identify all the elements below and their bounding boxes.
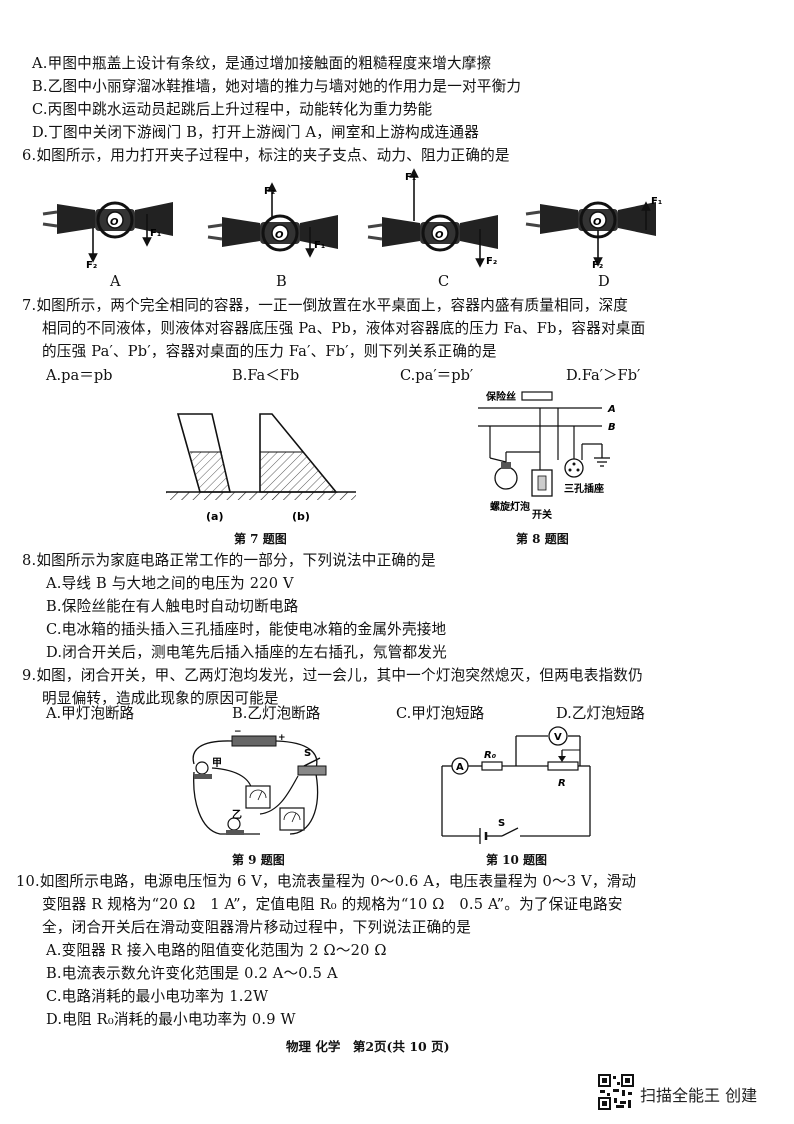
- q9-circuit-figure: − + 甲 S 乙: [192, 730, 327, 835]
- q6-clip-b: [206, 182, 340, 258]
- q6-clip-d: [524, 200, 658, 267]
- q10-voltmeter-label: V: [554, 732, 562, 743]
- q5-option-b: B.乙图中小丽穿溜冰鞋推墙，她对墙的推力与墙对她的作用力是一对平衡力: [32, 78, 522, 95]
- q8-option-b: B.保险丝能在有人触电时自动切断电路: [46, 598, 299, 615]
- q8-line-a-label: A: [607, 404, 616, 415]
- svg-text:+: +: [278, 733, 286, 743]
- q10-stem-line2: 变阻器 R 规格为“20 Ω 1 A”，定值电阻 R₀ 的规格为“10 Ω 0.…: [42, 896, 623, 913]
- q10-circuit-figure: V A R₀ R S: [441, 726, 591, 844]
- q7-fig-label-b: (b): [292, 510, 310, 523]
- q7-caption: 第 7 题图: [234, 532, 287, 546]
- q10-r0-label: R₀: [484, 750, 497, 761]
- q6-d-f1: F₁: [651, 196, 662, 207]
- q8-stem: 8.如图所示为家庭电路正常工作的一部分，下列说法中正确的是: [22, 552, 436, 569]
- q6-b-f1: F₁: [314, 240, 325, 251]
- q10-ammeter-label: A: [456, 762, 464, 773]
- q10-caption: 第 10 题图: [486, 853, 548, 867]
- q5-option-a: A.甲图中瓶盖上设计有条纹，是通过增加接触面的粗糙程度来增大摩擦: [32, 55, 492, 72]
- q6-c-o: O: [435, 230, 444, 241]
- q9-caption: 第 9 题图: [232, 853, 285, 867]
- q6-a-f2: F₂: [86, 260, 97, 271]
- q8-option-c: C.电冰箱的插头插入三孔插座时，能使电冰箱的金属外壳接地: [46, 621, 447, 638]
- q10-option-c: C.电路消耗的最小电功率为 1.2W: [46, 988, 269, 1005]
- scanner-watermark: 扫描全能王 创建: [640, 1086, 758, 1105]
- q6-clip-a: [41, 200, 175, 263]
- q6-clip-figures: F₂ F₁ O F₂ F₁ O F₁ F₂ O F₂ F₁ O: [41, 168, 662, 271]
- q9-switch-label: S: [304, 748, 311, 759]
- q8-option-a: A.导线 B 与大地之间的电压为 220 V: [46, 575, 294, 592]
- q6-b-f2: F₂: [264, 186, 275, 197]
- page-footer: 物理 化学 第2页(共 10 页): [286, 1039, 450, 1054]
- q8-circuit-figure: 保险丝 A B 螺旋灯泡 开关 三孔插座: [478, 390, 616, 521]
- q6-b-o: O: [275, 230, 284, 241]
- q6-c-f1: F₁: [405, 172, 416, 183]
- q8-bulb-label: 螺旋灯泡: [490, 500, 530, 513]
- q10-option-d: D.电阻 R₀消耗的最小电功率为 0.9 W: [46, 1011, 296, 1028]
- q6-label-d: D: [598, 273, 610, 290]
- q5-option-d: D.丁图中关闭下游阀门 B，打开上游阀门 A，闸室和上游构成连通器: [32, 124, 479, 141]
- q9-option-a: A.甲灯泡断路: [46, 705, 135, 722]
- q7-option-b: B.Fa＜Fb: [232, 367, 300, 384]
- q9-lamp-yi-label: 乙: [232, 809, 242, 821]
- q10-stem-line1: 10.如图所示电路，电源电压恒为 6 V，电流表量程为 0～0.6 A，电压表量…: [16, 873, 637, 890]
- q6-d-f2: F₂: [592, 260, 603, 271]
- q6-a-o: O: [110, 217, 119, 228]
- q8-line-b-label: B: [608, 422, 616, 433]
- q9-stem-line1: 9.如图，闭合开关，甲、乙两灯泡均发光，过一会儿，其中一个灯泡突然熄灭，但两电表…: [22, 667, 643, 684]
- q7-stem-line1: 7.如图所示，两个完全相同的容器，一正一倒放置在水平桌面上，容器内盛有质量相同，…: [22, 297, 629, 314]
- q6-label-c: C: [438, 273, 450, 290]
- q7-fig-label-a: (a): [206, 510, 223, 523]
- q7-option-d: D.Fa′＞Fb′: [566, 367, 641, 384]
- q6-clip-c: [366, 168, 500, 268]
- q6-c-f2: F₂: [486, 256, 497, 267]
- q9-option-c: C.甲灯泡短路: [396, 705, 485, 722]
- q8-option-d: D.闭合开关后，测电笔先后插入插座的左右插孔，氖管都发光: [46, 644, 447, 661]
- q6-d-o: O: [593, 217, 602, 228]
- q8-fuse-label: 保险丝: [485, 390, 516, 403]
- q10-option-b: B.电流表示数允许变化范围是 0.2 A～0.5 A: [46, 965, 338, 982]
- q9-stem-line2: 明显偏转，造成此现象的原因可能是: [42, 690, 279, 707]
- q6-stem: 6.如图所示，用力打开夹子过程中，标注的夹子支点、动力、阻力正确的是: [22, 147, 510, 164]
- q9-option-d: D.乙灯泡短路: [556, 705, 645, 722]
- q6-label-a: A: [110, 273, 121, 290]
- q10-option-a: A.变阻器 R 接入电路的阻值变化范围为 2 Ω～20 Ω: [46, 942, 387, 959]
- q6-a-f1: F₁: [150, 228, 161, 239]
- q6-label-b: B: [276, 273, 287, 290]
- q7-option-c: C.pa′＝pb′: [400, 367, 474, 384]
- q8-socket-label: 三孔插座: [564, 482, 604, 495]
- q9-option-b: B.乙灯泡断路: [232, 705, 321, 722]
- q8-caption: 第 8 题图: [516, 532, 569, 546]
- q10-rheostat-label: R: [558, 778, 566, 789]
- qr-code-icon: [598, 1074, 634, 1110]
- q7-container-figure: (a) (b): [166, 413, 356, 523]
- q10-switch-label: S: [498, 818, 505, 829]
- q7-option-a: A.pa＝pb: [46, 367, 113, 384]
- svg-text:−: −: [234, 730, 242, 737]
- q8-switch-label: 开关: [532, 508, 552, 521]
- q7-stem-line2: 相同的不同液体，则液体对容器底压强 Pa、Pb，液体对容器底的压力 Fa、Fb，…: [42, 320, 646, 337]
- q7-stem-line3: 的压强 Pa′、Pb′，容器对桌面的压力 Fa′、Fb′，则下列关系正确的是: [42, 343, 497, 360]
- q9-lamp-jia-label: 甲: [212, 757, 222, 769]
- q5-option-c: C.丙图中跳水运动员起跳后上升过程中，动能转化为重力势能: [32, 101, 433, 118]
- q10-stem-line3: 全，闭合开关后在滑动变阻器滑片移动过程中，下列说法正确的是: [42, 919, 472, 936]
